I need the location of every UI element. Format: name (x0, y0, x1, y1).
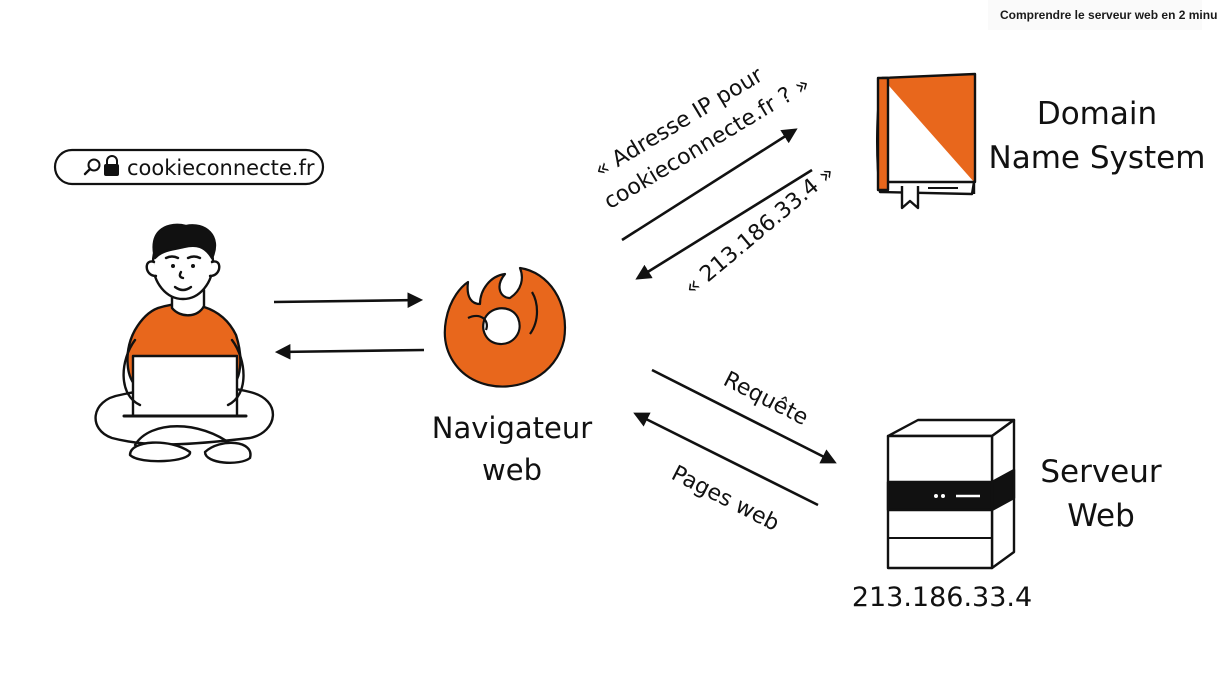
book-icon (876, 72, 977, 210)
arrow-to-browser (273, 292, 424, 308)
user-browser-arrows (273, 292, 425, 360)
dns-label-line2: Name System (989, 140, 1206, 176)
server-label-line2: Web (1067, 498, 1135, 534)
browser-label-line2: web (482, 453, 542, 487)
dns-label-line1: Domain (1037, 96, 1157, 132)
server-response-label: Pages web (667, 461, 783, 536)
browser-label-line1: Navigateur (432, 411, 592, 445)
user-illustration (94, 223, 275, 464)
url-text: cookieconnecte.fr (127, 156, 315, 180)
arrow-from-server (633, 412, 819, 507)
video-title: Comprendre le serveur web en 2 minu (988, 0, 1217, 30)
arrow-to-user (274, 344, 425, 360)
dns-response: « 213.186.33.4 » (680, 161, 840, 301)
url-bar: cookieconnecte.fr (53, 148, 325, 186)
server-request-label: Requête (719, 367, 812, 431)
server-icon (886, 418, 1016, 570)
arrow-to-server (651, 368, 837, 464)
server-ip: 213.186.33.4 (852, 582, 1032, 613)
lock-icon (104, 155, 119, 176)
search-icon (83, 158, 101, 176)
server-label-line1: Serveur (1040, 454, 1162, 490)
arrow-to-dns (621, 128, 798, 242)
firefox-icon (443, 266, 567, 388)
server-arrows (633, 368, 837, 507)
arrow-from-dns (635, 168, 813, 280)
dns-arrows (621, 128, 813, 280)
